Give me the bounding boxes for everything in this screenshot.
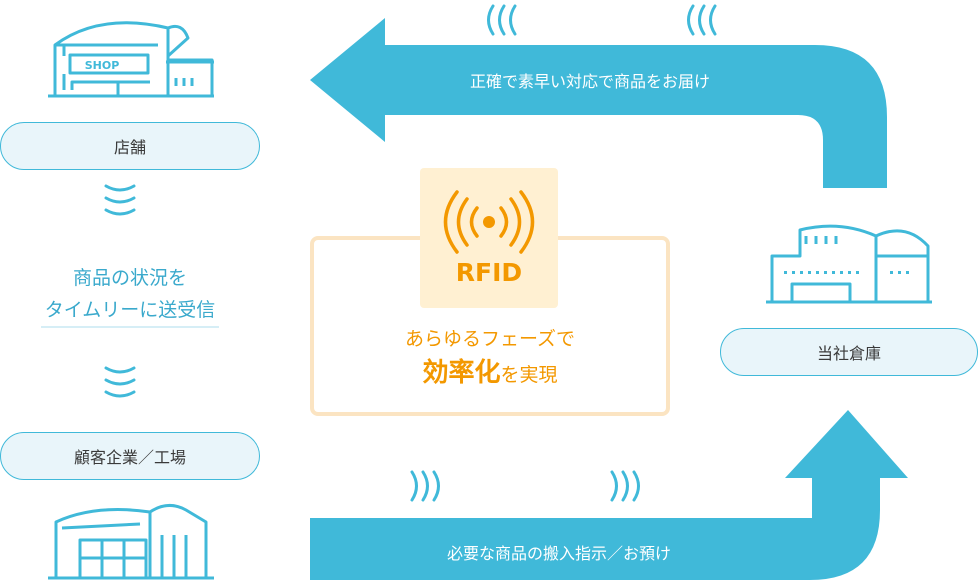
center-message: あらゆるフェーズで 効率化を実現 <box>312 326 668 393</box>
rfid-label: RFID <box>456 258 522 287</box>
center-emph: 効率化 <box>422 358 501 388</box>
rfid-signal-icon <box>443 190 535 254</box>
center-line1: あらゆるフェーズで <box>404 328 576 350</box>
node-warehouse-label: 当社倉庫 <box>816 344 881 363</box>
wave-icon <box>487 4 517 36</box>
center-suffix: を実現 <box>500 364 558 386</box>
node-shop-label: 店舗 <box>113 138 146 157</box>
wave-icon <box>610 470 640 502</box>
realtime-line2: タイムリーに送受信 <box>40 294 220 328</box>
warehouse-building-icon <box>766 224 932 304</box>
node-customer: 顧客企業／工場 <box>0 432 260 480</box>
factory-building-icon <box>48 504 214 580</box>
node-shop: 店舗 <box>0 122 260 170</box>
shop-sign-text: SHOP <box>85 59 120 72</box>
node-warehouse: 当社倉庫 <box>720 328 978 376</box>
chevron-down-icon <box>104 366 136 398</box>
realtime-text: 商品の状況を タイムリーに送受信 <box>10 262 250 328</box>
bottom-flow-arrow <box>310 410 908 580</box>
shop-building-icon <box>48 21 214 98</box>
realtime-line1: 商品の状況を <box>72 267 187 289</box>
chevron-down-icon <box>104 184 136 216</box>
top-flow-arrow <box>310 18 887 188</box>
wave-icon <box>687 4 717 36</box>
node-customer-label: 顧客企業／工場 <box>73 448 186 467</box>
rfid-tag-box <box>420 168 558 308</box>
bottom-arrow-label: 必要な商品の搬入指示／お預け <box>447 544 672 563</box>
warehouse-windows-icon <box>784 271 909 274</box>
top-arrow-label: 正確で素早い対応で商品をお届け <box>470 72 711 91</box>
wave-icon <box>410 470 440 502</box>
